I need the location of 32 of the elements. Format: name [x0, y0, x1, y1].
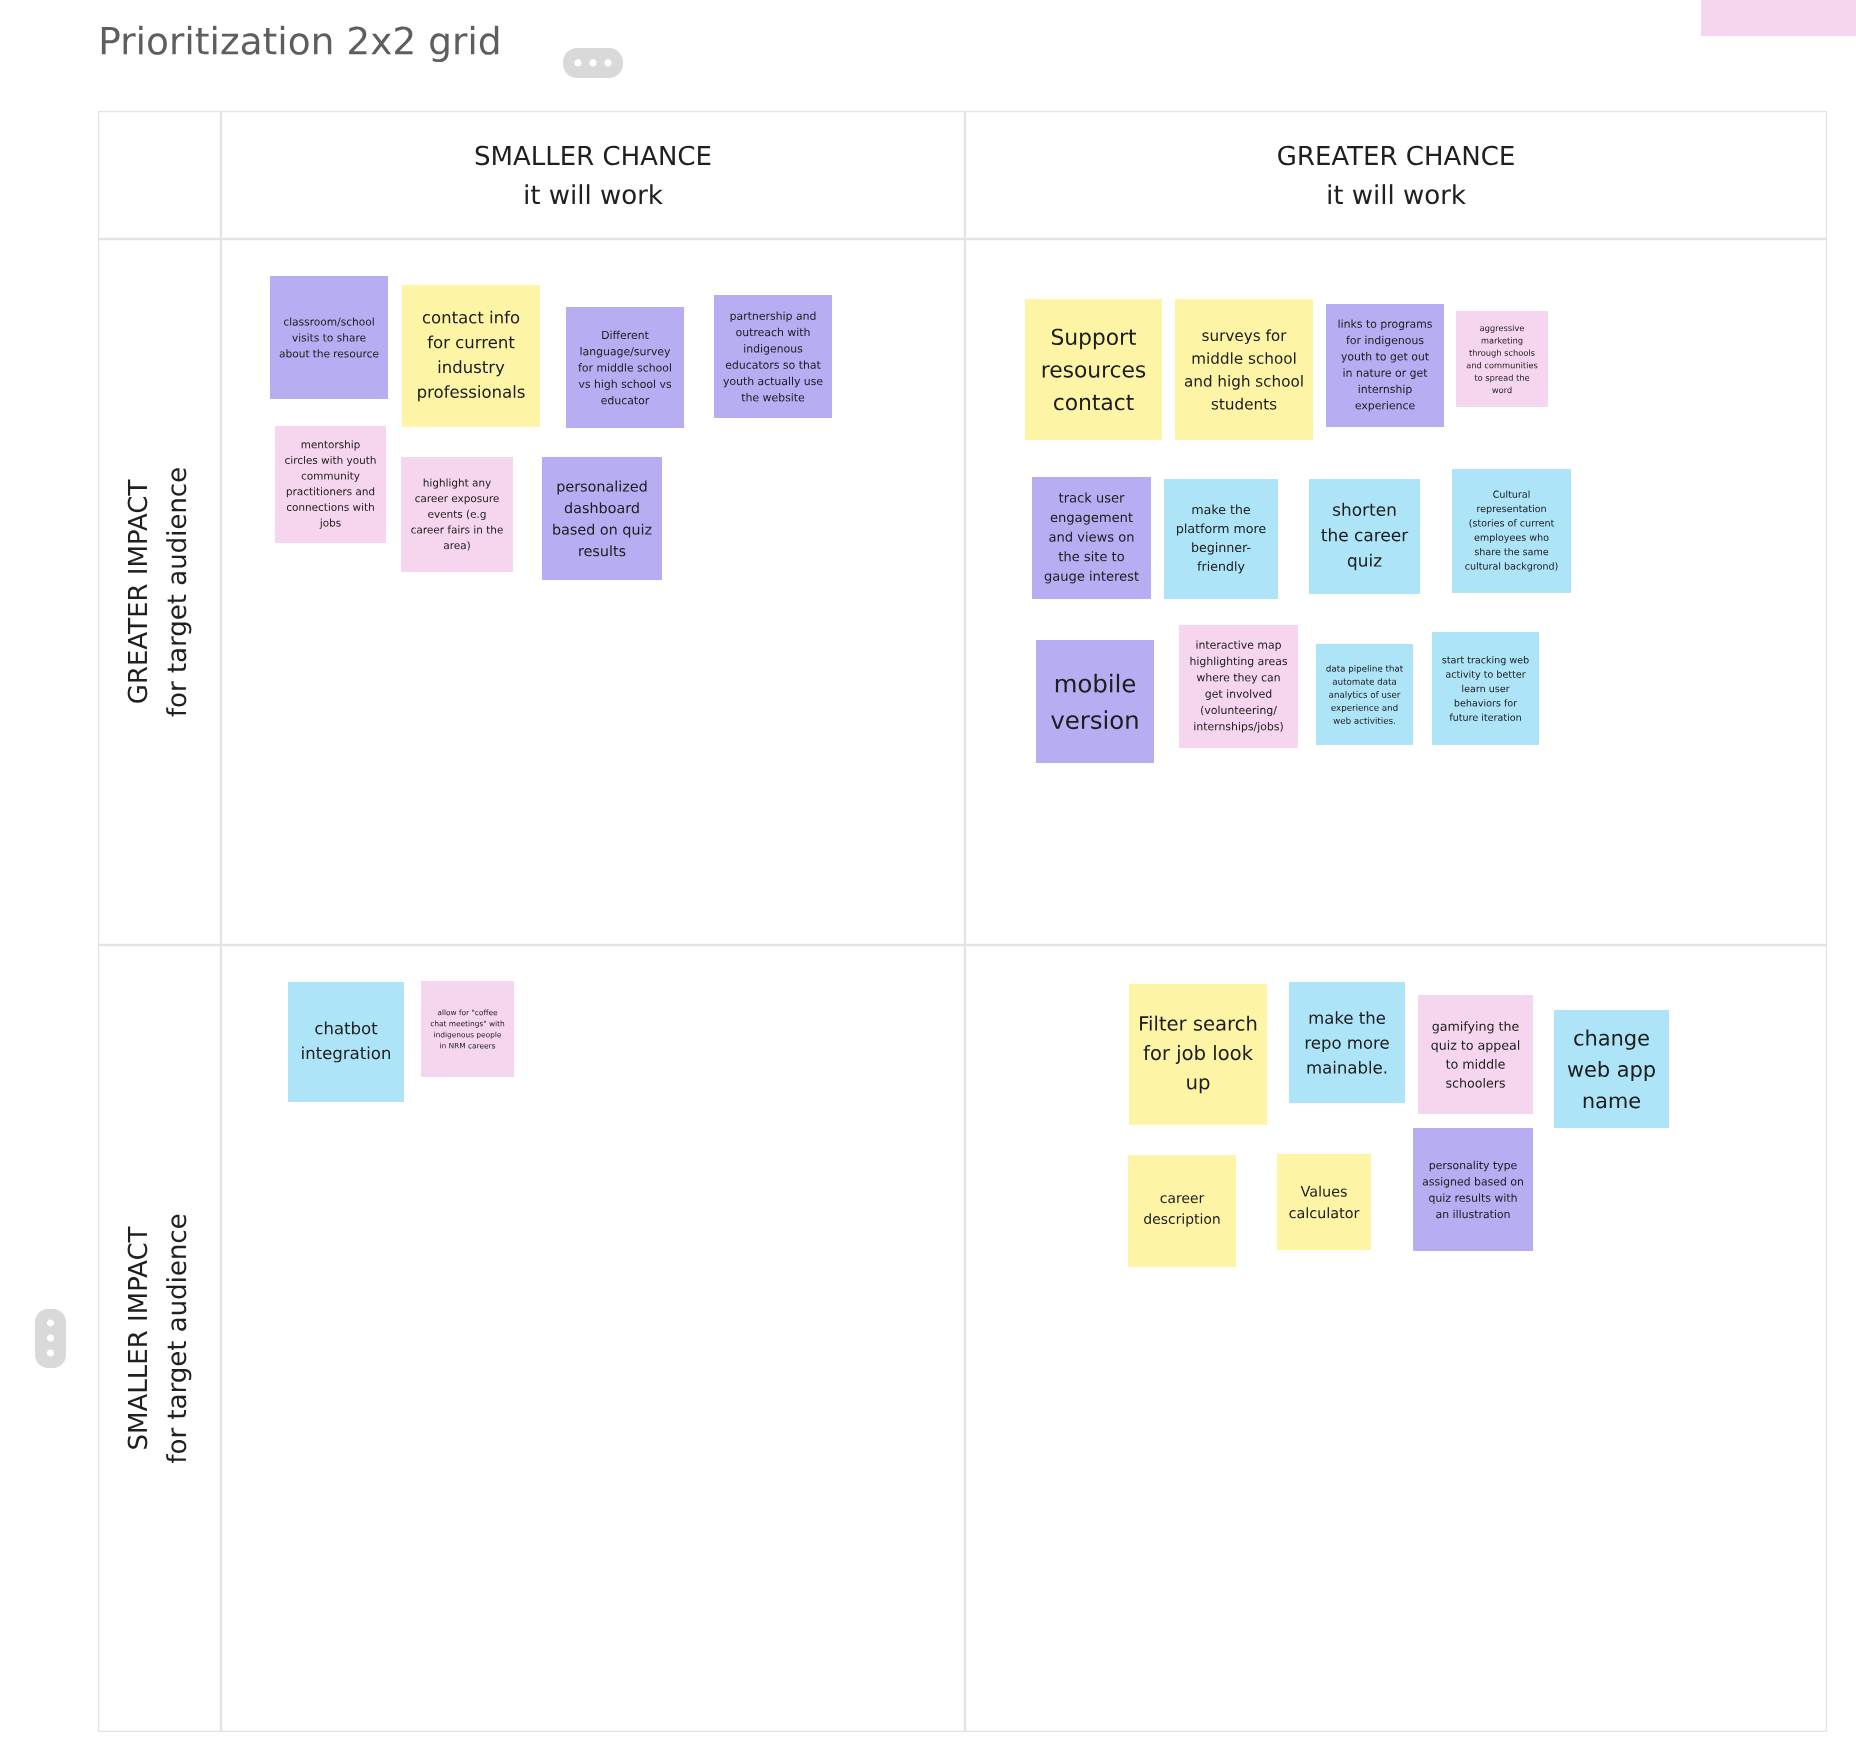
sticky-note: shorten the career quiz [1309, 478, 1420, 594]
title: Prioritization 2x2 grid [101, 25, 499, 63]
row-header: SMALLER IMPACT for target audience [98, 945, 221, 1732]
sticky-note: chatbot integration [288, 982, 404, 1102]
sticky-note: Support resources contact [1025, 298, 1162, 440]
sticky-note: make the platform more beginner-friendly [1164, 478, 1278, 599]
sticky-note: make the repo more mainable. [1289, 982, 1405, 1103]
sticky-note: contact info for current industry professionals [402, 284, 540, 427]
sticky-note: personalized dashboard based on quiz results [542, 456, 662, 580]
sticky-note: interactive map highlighting areas where they can get involved (volunteering/internships/jobs) [1179, 625, 1298, 748]
corner-cell [98, 110, 221, 239]
sticky-note: data pipeline that automate data analytics of user experience and web activities. [1316, 644, 1413, 745]
sticky-note [1701, 0, 1856, 36]
sticky-note: personality type assigned based on quiz results with an illustration [1413, 1128, 1533, 1251]
sticky-note: mobile version [1036, 640, 1154, 763]
sticky-note: Values calculator [1277, 1154, 1371, 1250]
sticky-note: track user engagement and views on the site to gauge interest [1032, 476, 1151, 599]
sticky-note: start tracking web activity to better learn user behaviors for future iteration [1432, 632, 1539, 745]
sticky-note: career description [1128, 1155, 1236, 1267]
sticky-note: mentorship circles with youth community practitioners and connections with jobs [275, 426, 386, 543]
sticky-note: classroom/school visits to share about the resource [270, 275, 388, 399]
column-header: GREATER CHANCE it will work [965, 110, 1827, 239]
sticky-note: partnership and outreach with indigenous educators so that youth actually use the website [714, 295, 832, 418]
sticky-note: highlight any career exposure events (e.g career fairs in the area) [401, 456, 513, 572]
sticky-note: Cultural representation (stories of current employees who share the same cultural backgrond) [1452, 469, 1571, 593]
sticky-note: links to programs for indigenous youth to get out in nature or get internship experience [1326, 303, 1444, 427]
sticky-note: surveys for middle school and high school students [1175, 298, 1313, 440]
sticky-note: aggressive marketing through schools and communities to spread the word [1456, 311, 1548, 407]
sticky-note: gamifying the quiz to appeal to middle schoolers [1418, 995, 1533, 1114]
sticky-note: Different language/survey for middle school vs high school vs educator [566, 306, 684, 428]
sticky-note: Filter search for job look up [1129, 984, 1267, 1125]
sticky-note: change web app name [1554, 1010, 1669, 1128]
